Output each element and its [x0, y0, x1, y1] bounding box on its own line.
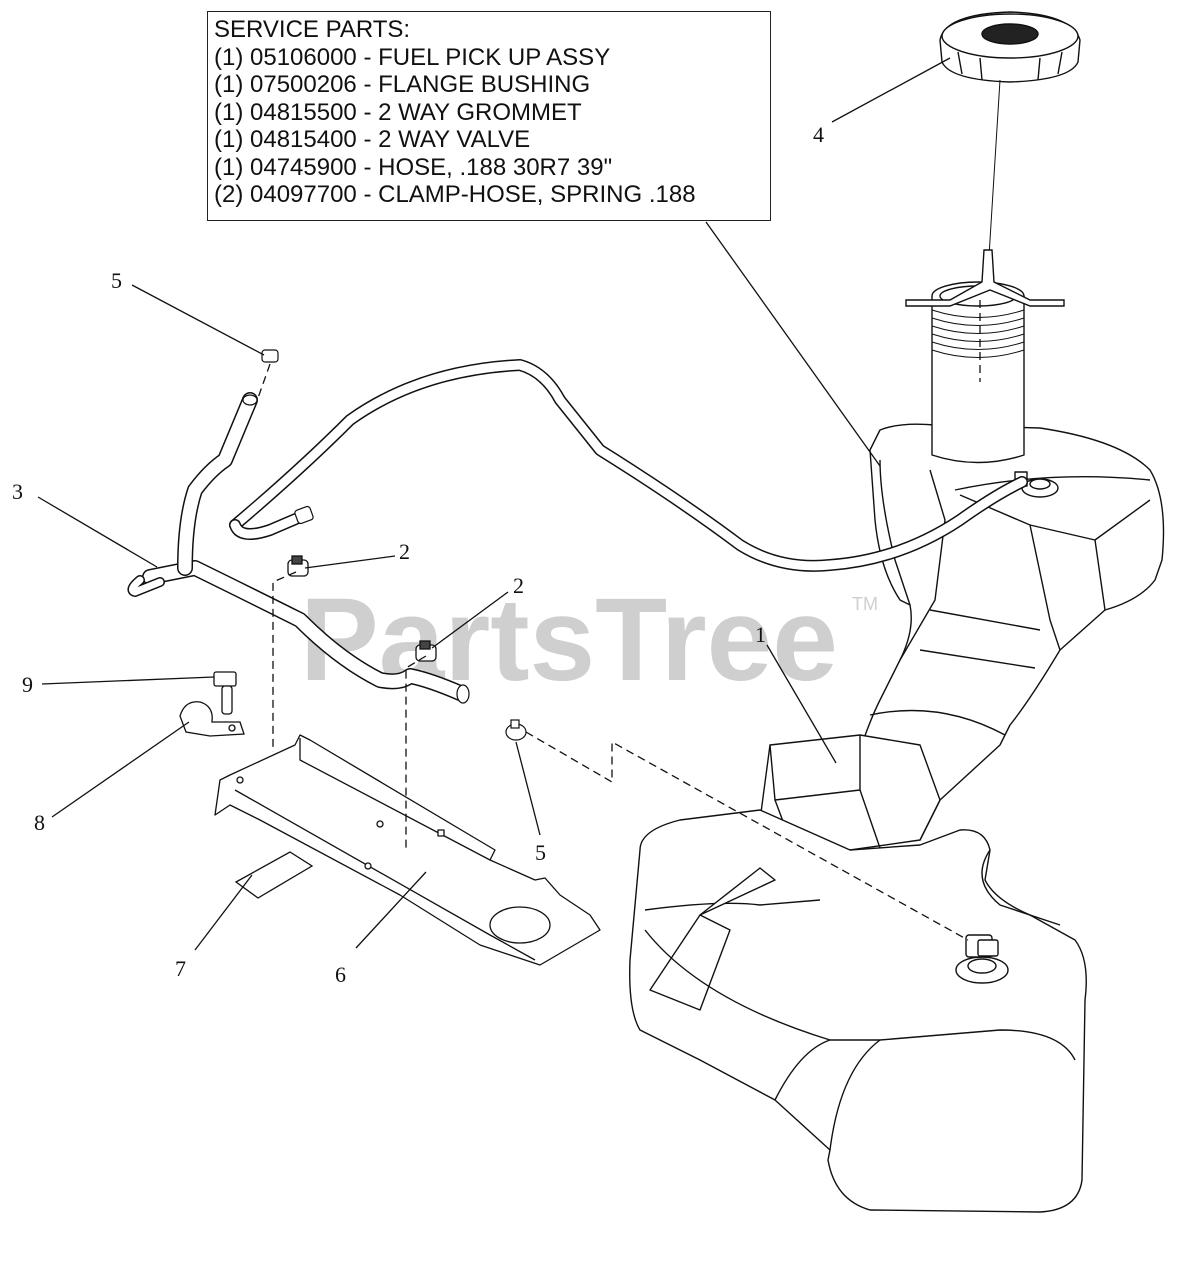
callout-pad: 7	[175, 956, 186, 981]
hose-clamp-lower	[415, 640, 437, 662]
service-part-line: (2) 04097700 - CLAMP-HOSE, SPRING .188	[214, 181, 696, 208]
hose-clamp-upper	[287, 555, 309, 577]
watermark-trademark: TM	[852, 594, 878, 614]
fuel-hose	[127, 359, 1028, 701]
callout-bolt: 9	[22, 672, 33, 697]
callout-tank-bracket: 6	[335, 962, 346, 987]
callout-fuel-cap: 4	[813, 122, 824, 147]
tank-bracket	[214, 734, 601, 966]
service-part-line: (1) 04815400 - 2 WAY VALVE	[214, 126, 531, 153]
service-part-line: (1) 05106000 - FUEL PICK UP ASSY	[214, 43, 611, 71]
service-parts-title: SERVICE PARTS:	[214, 16, 411, 43]
pad	[234, 851, 314, 899]
callout-clamp-tank: 5	[535, 840, 546, 865]
service-part-line: (1) 04815500 - 2 WAY GROMMET	[214, 98, 582, 126]
fuel-tank	[629, 281, 1165, 1213]
hose-fittings	[242, 394, 470, 704]
callouts: 1 2 2 3 4 5 5 6 7 8 9	[12, 122, 824, 987]
hose-clamp-top-left	[261, 349, 279, 363]
callout-clamp-upper: 2	[399, 539, 410, 564]
callout-clamp-top-left: 5	[111, 268, 122, 293]
callout-fuel-hose: 3	[12, 479, 23, 504]
fuel-cap	[905, 11, 1081, 307]
callout-clamp-lower: 2	[513, 573, 524, 598]
service-parts-box: SERVICE PARTS: (1) 05106000 - FUEL PICK …	[207, 11, 771, 221]
callout-fuel-tank: 1	[755, 622, 766, 647]
hose-clip	[179, 701, 245, 737]
assembly-lines	[257, 300, 981, 941]
service-part-line: (1) 04745900 - HOSE, .188 30R7 39"	[214, 153, 613, 181]
callout-hose-clip: 8	[34, 810, 45, 835]
flange-bolt	[213, 671, 237, 715]
hose-clamp-tank	[505, 719, 527, 741]
service-part-line: (1) 07500206 - FLANGE BUSHING	[214, 71, 591, 98]
leader-lines	[37, 57, 951, 951]
